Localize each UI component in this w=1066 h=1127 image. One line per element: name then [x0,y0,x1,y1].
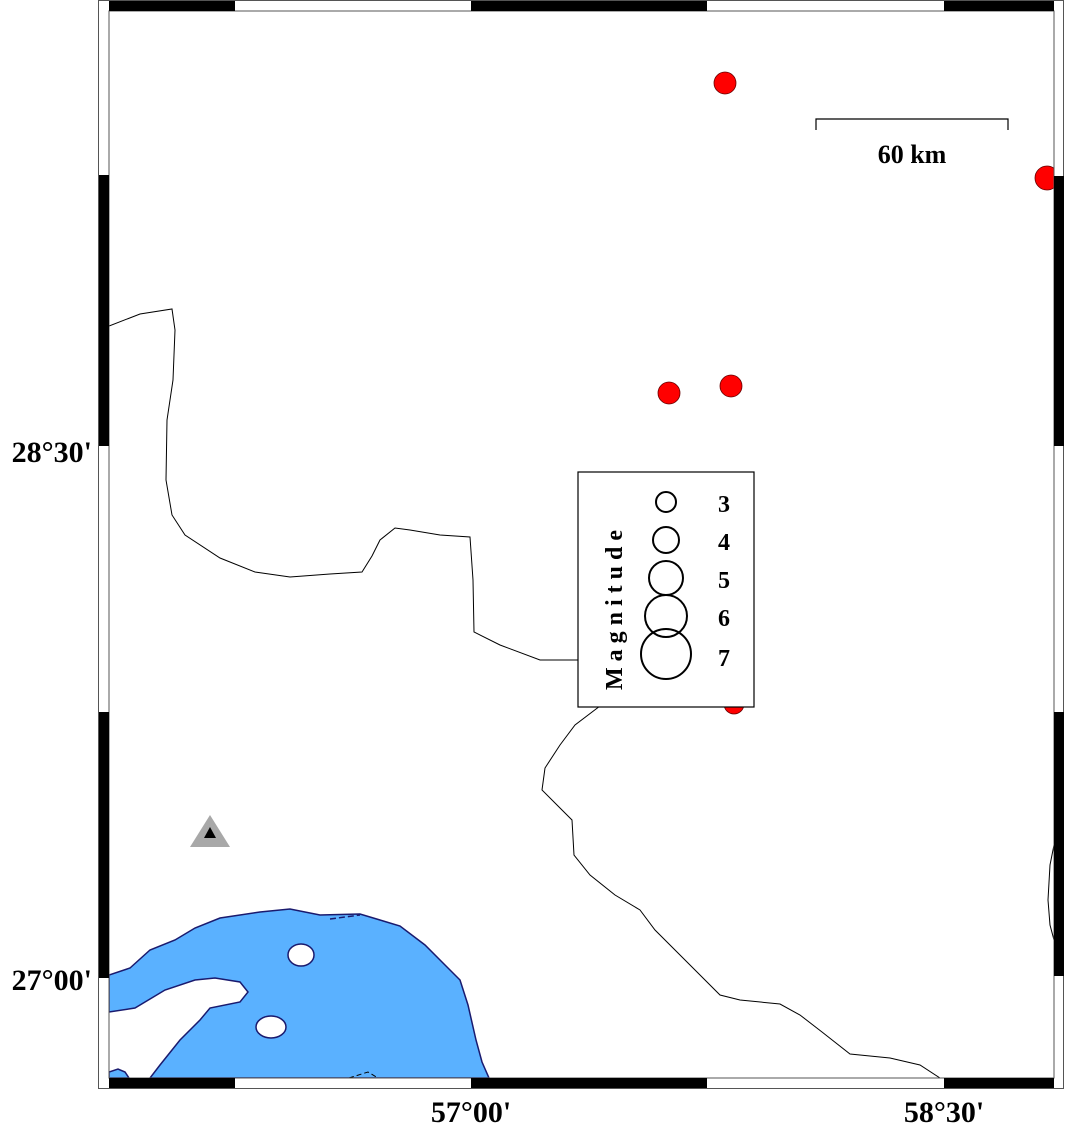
maritime-boundary [329,914,361,920]
legend-entry: 5 [718,568,730,594]
legend-entry: 6 [718,606,730,632]
legend-circle-icon [644,594,688,638]
lat-tick-label: 27°00' [12,964,92,997]
earthquake-event[interactable] [719,374,743,398]
lon-tick-label: 58°30' [904,1096,984,1127]
earthquake-event[interactable] [1034,165,1059,191]
sea-area [109,908,490,1078]
magnitude-legend: Magnitude 3 4 5 6 7 [577,471,755,708]
earthquake-event[interactable] [713,71,737,95]
station-triangle-icon[interactable] [190,815,230,847]
border-line [541,705,941,1078]
scale-bar: 60 km [815,118,1009,169]
border-line [1047,844,1054,941]
map-frame [98,0,1064,1089]
legend-circle-icon [640,628,692,680]
lon-tick-label: 57°00' [431,1096,511,1127]
border-line [109,308,578,661]
legend-entry: 3 [718,492,730,518]
legend-circle-icon [655,491,677,513]
legend-entry: 7 [718,646,730,672]
lat-tick-label: 28°30' [12,436,92,469]
sea-corner [109,1068,130,1078]
scale-bar-label: 60 km [878,140,947,169]
legend-circle-icon [652,526,680,554]
legend-entry: 4 [718,530,730,556]
maritime-boundary [348,1071,379,1078]
legend-title: Magnitude [602,524,628,690]
earthquake-event[interactable] [657,381,681,405]
island [255,1015,287,1039]
map-content: 60 km Magnitude 3 4 5 6 7 [109,71,1059,1078]
island [287,943,315,967]
